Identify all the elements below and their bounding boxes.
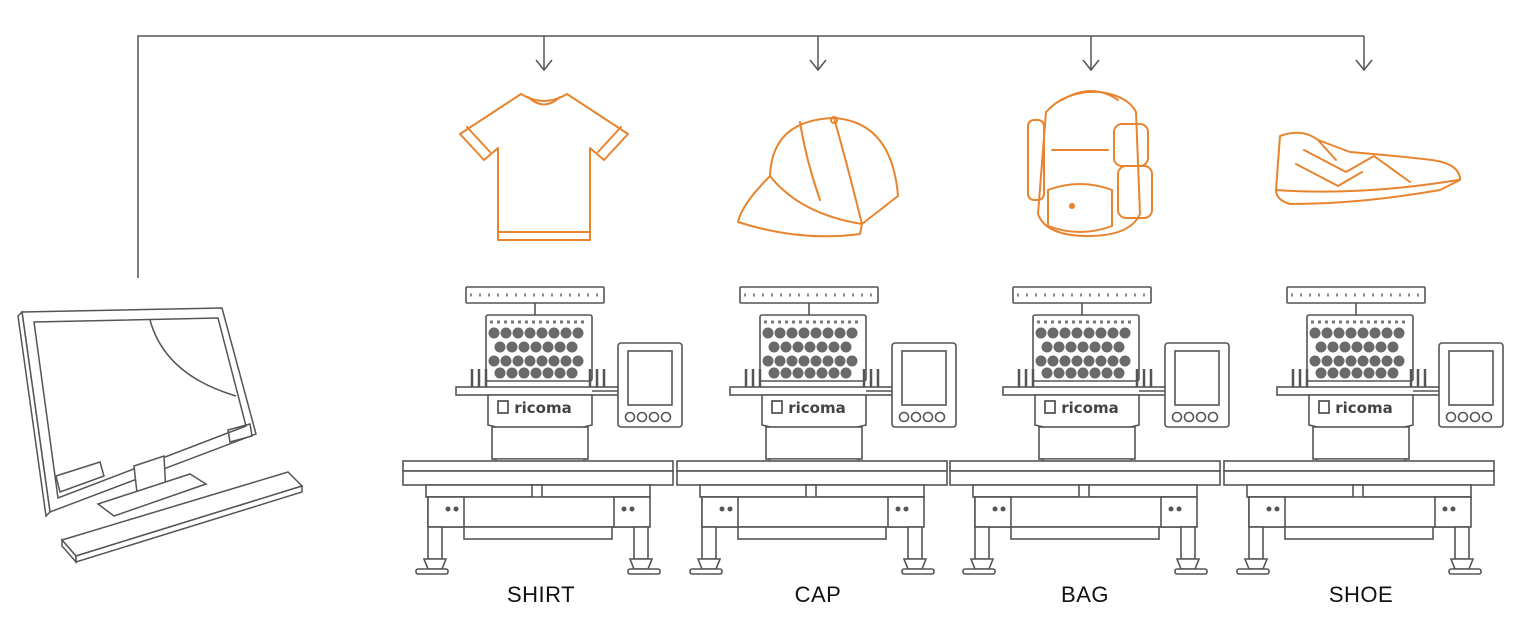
station-label-cap: CAP xyxy=(795,582,842,607)
cap-icon xyxy=(737,116,899,238)
tshirt-icon xyxy=(459,93,629,241)
station-label-shirt: SHIRT xyxy=(507,582,575,607)
embroidery-machine: ricoma xyxy=(950,287,1229,574)
svg-text:ricoma: ricoma xyxy=(1335,399,1393,417)
connector-lines xyxy=(137,35,1373,278)
svg-text:ricoma: ricoma xyxy=(514,399,572,417)
embroidery-machine: ricoma xyxy=(677,287,956,574)
station-label-bag: BAG xyxy=(1061,582,1109,607)
shoe-icon xyxy=(1275,131,1461,205)
svg-text:ricoma: ricoma xyxy=(788,399,846,417)
embroidery-machine: ricoma xyxy=(1224,287,1503,574)
desktop-computer-icon xyxy=(17,307,304,564)
backpack-icon xyxy=(1027,90,1153,237)
svg-text:ricoma: ricoma xyxy=(1061,399,1119,417)
station-label-shoe: SHOE xyxy=(1329,582,1393,607)
embroidery-machine: ricoma xyxy=(403,287,682,574)
